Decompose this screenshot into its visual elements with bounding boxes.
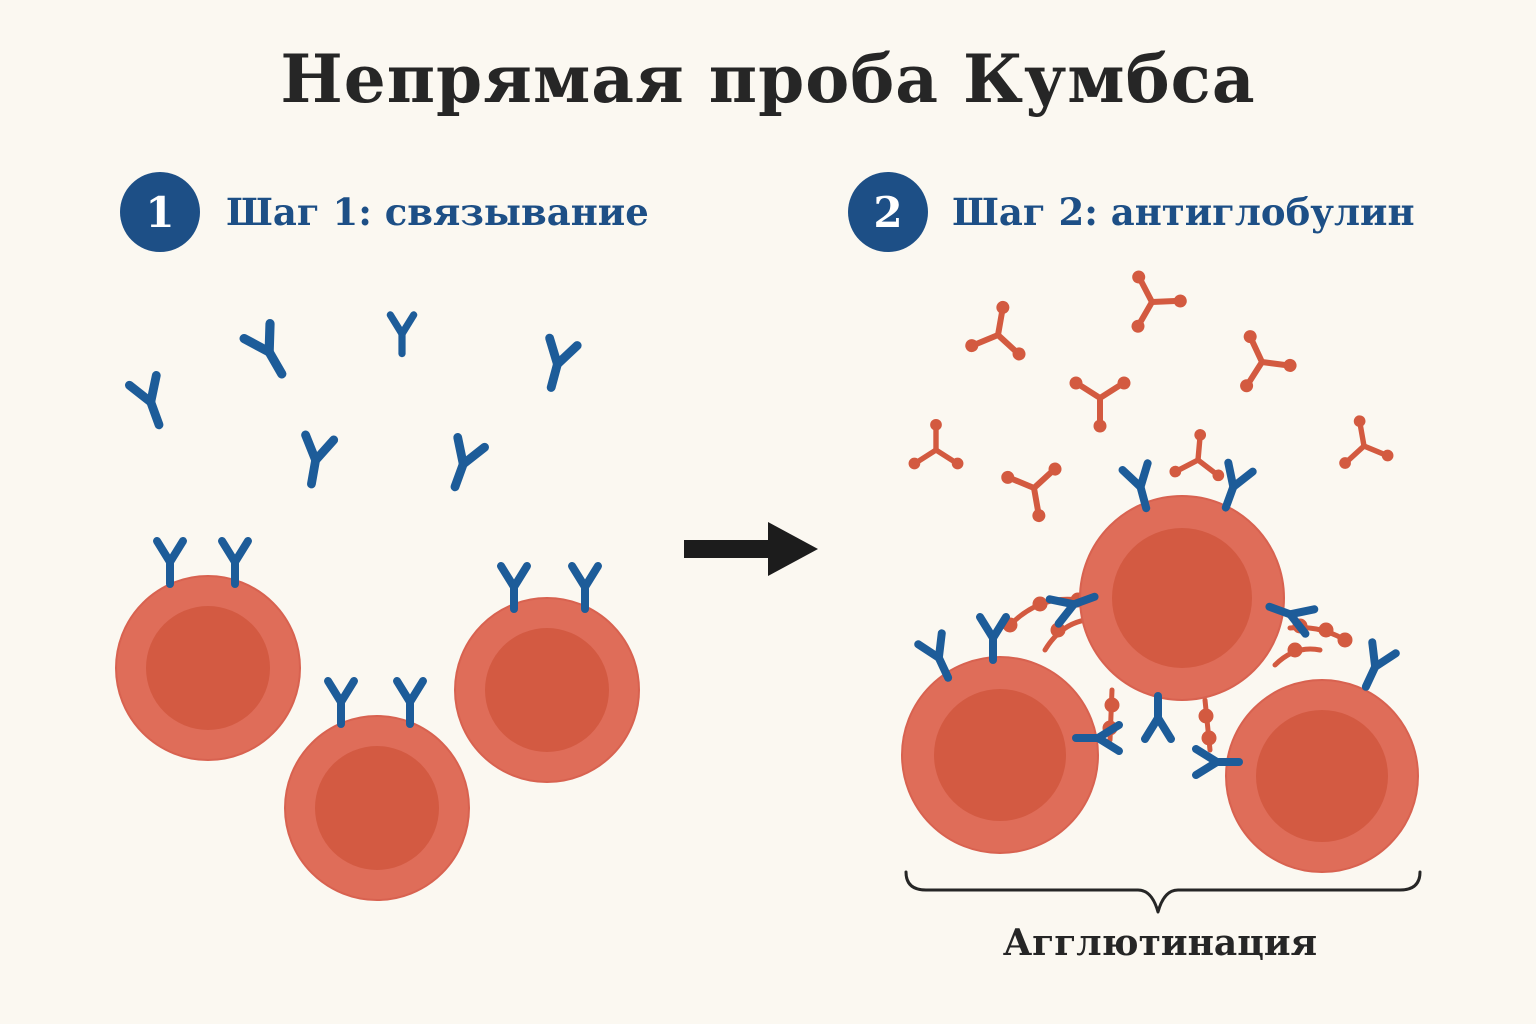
page-title: Непрямая проба Кумбса: [280, 40, 1256, 118]
red-blood-cell: [901, 656, 1099, 854]
free-antibody: [537, 338, 577, 391]
bound-antibody: [328, 681, 354, 724]
step-2-badge: 2: [848, 172, 928, 252]
free-antibody: [442, 437, 485, 491]
red-blood-cell: [454, 597, 640, 783]
bound-antibody: [1354, 642, 1396, 692]
step-1-label: Шаг 1: связывание: [226, 190, 649, 234]
bound-antibody: [1145, 696, 1171, 739]
antiglobulin: [1109, 269, 1188, 347]
antiglobulin: [1001, 462, 1070, 527]
antiglobulin: [1332, 411, 1394, 469]
bound-antibody: [980, 617, 1006, 660]
free-antiglobulins: [909, 269, 1394, 527]
agglutination-label: Агглютинация: [1002, 922, 1318, 964]
antiglobulin: [1169, 427, 1227, 481]
free-antibody: [297, 435, 333, 487]
bound-antibody: [157, 541, 183, 584]
red-blood-cell: [115, 575, 301, 761]
antiglobulin: [909, 419, 963, 469]
bound-antibody: [397, 681, 423, 724]
agglutination-brace: [904, 870, 1422, 914]
step-2-label: Шаг 2: антиглобулин: [952, 190, 1415, 234]
free-antibody: [390, 315, 413, 354]
antiglobulin: [965, 296, 1034, 361]
free-antibodies: [129, 315, 577, 492]
red-blood-cell: [1079, 495, 1285, 701]
antiglobulin: [1220, 319, 1298, 394]
red-blood-cell: [284, 715, 470, 901]
agglutinated-cells: [901, 463, 1419, 873]
antiglobulin: [1070, 377, 1130, 432]
sensitized-cells: [115, 541, 640, 901]
step-1-badge: 1: [120, 172, 200, 252]
free-antibody: [244, 324, 295, 382]
process-arrow: [684, 522, 818, 576]
red-blood-cell: [1225, 679, 1419, 873]
free-antibody: [129, 375, 172, 429]
